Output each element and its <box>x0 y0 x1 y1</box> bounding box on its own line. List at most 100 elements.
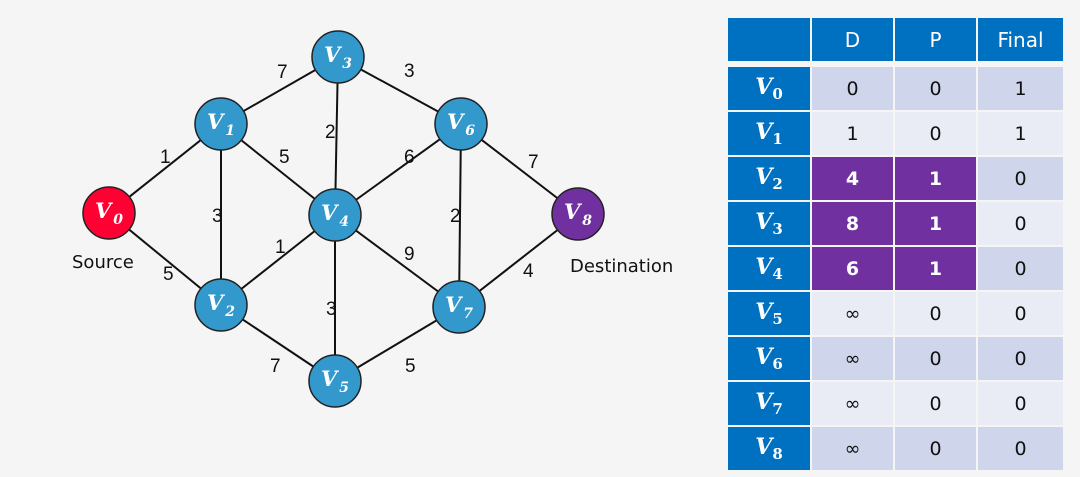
row-vertex-label: V5 <box>728 292 810 335</box>
header-predecessor: P <box>895 18 976 61</box>
edge-weight-v4-v6: 6 <box>404 147 415 168</box>
cell-p: 1 <box>895 157 976 200</box>
source-caption: Source <box>72 252 134 273</box>
row-vertex-label: V4 <box>728 247 810 290</box>
node-circle <box>194 278 248 332</box>
header-distance: D <box>812 18 893 61</box>
node-subscript: 3 <box>342 56 352 72</box>
cell-final: 0 <box>978 157 1063 200</box>
cell-p: 1 <box>895 202 976 245</box>
node-circle <box>432 280 486 334</box>
edge-weight-v4-v7: 9 <box>404 244 415 265</box>
node-subscript: 7 <box>463 306 473 322</box>
cell-d: 0 <box>812 63 893 110</box>
cell-final: 1 <box>978 63 1063 110</box>
vertex-subscript: 0 <box>772 85 783 103</box>
cell-d: ∞ <box>812 292 893 335</box>
vertex-subscript: 8 <box>772 445 783 463</box>
table-header-row: D P Final <box>728 18 1063 61</box>
row-vertex-label: V6 <box>728 337 810 380</box>
node-letter: V <box>324 42 343 67</box>
node-subscript: 2 <box>224 304 235 320</box>
vertex-letter: V <box>755 344 773 370</box>
cell-d: ∞ <box>812 337 893 380</box>
cell-p: 0 <box>895 337 976 380</box>
edge-weight-v4-v5: 3 <box>326 299 337 320</box>
node-subscript: 5 <box>339 380 349 396</box>
row-vertex-label: V2 <box>728 157 810 200</box>
header-vertex <box>728 18 810 61</box>
vertex-letter: V <box>755 209 773 235</box>
node-circle <box>434 97 488 151</box>
vertex-letter: V <box>755 434 773 460</box>
node-letter: V <box>95 198 114 223</box>
vertex-letter: V <box>755 164 773 190</box>
cell-d: 4 <box>812 157 893 200</box>
vertex-subscript: 1 <box>772 130 783 148</box>
row-vertex-label: V0 <box>728 63 810 110</box>
row-vertex-label: V8 <box>728 427 810 470</box>
vertex-subscript: 3 <box>772 220 783 238</box>
edge-weight-v2-v5: 7 <box>270 356 281 377</box>
cell-final: 0 <box>978 427 1063 470</box>
cell-final: 0 <box>978 292 1063 335</box>
node-subscript: 0 <box>113 212 123 228</box>
cell-p: 0 <box>895 292 976 335</box>
vertex-subscript: 5 <box>772 310 783 328</box>
node-circle <box>82 186 136 240</box>
vertex-letter: V <box>755 299 773 325</box>
vertex-letter: V <box>755 389 773 415</box>
edge-weight-v1-v2: 3 <box>212 206 223 227</box>
node-circle <box>194 97 248 151</box>
cell-d: ∞ <box>812 382 893 425</box>
node-circle <box>551 187 605 241</box>
vertex-letter: V <box>755 119 773 145</box>
row-vertex-label: V3 <box>728 202 810 245</box>
node-subscript: 8 <box>582 213 592 229</box>
node-letter: V <box>447 109 466 134</box>
cell-p: 1 <box>895 247 976 290</box>
header-final: Final <box>978 18 1063 61</box>
cell-final: 1 <box>978 112 1063 155</box>
cell-final: 0 <box>978 247 1063 290</box>
cell-final: 0 <box>978 382 1063 425</box>
edge-weight-v0-v1: 1 <box>160 147 171 168</box>
edge-weight-v3-v6: 3 <box>404 61 415 82</box>
edge-weight-v3-v4: 2 <box>325 122 336 143</box>
node-circle <box>308 354 362 408</box>
edge-weight-v2-v4: 1 <box>275 237 286 258</box>
node-subscript: 6 <box>465 123 475 139</box>
cell-final: 0 <box>978 337 1063 380</box>
edge-v6-v7 <box>458 123 462 308</box>
edge-weight-v7-v8: 4 <box>523 261 534 282</box>
node-subscript: 1 <box>225 123 235 139</box>
edge-weight-v1-v3: 7 <box>277 62 288 83</box>
vertex-subscript: 7 <box>772 400 783 418</box>
node-circle <box>311 30 365 84</box>
row-vertex-label: V1 <box>728 112 810 155</box>
